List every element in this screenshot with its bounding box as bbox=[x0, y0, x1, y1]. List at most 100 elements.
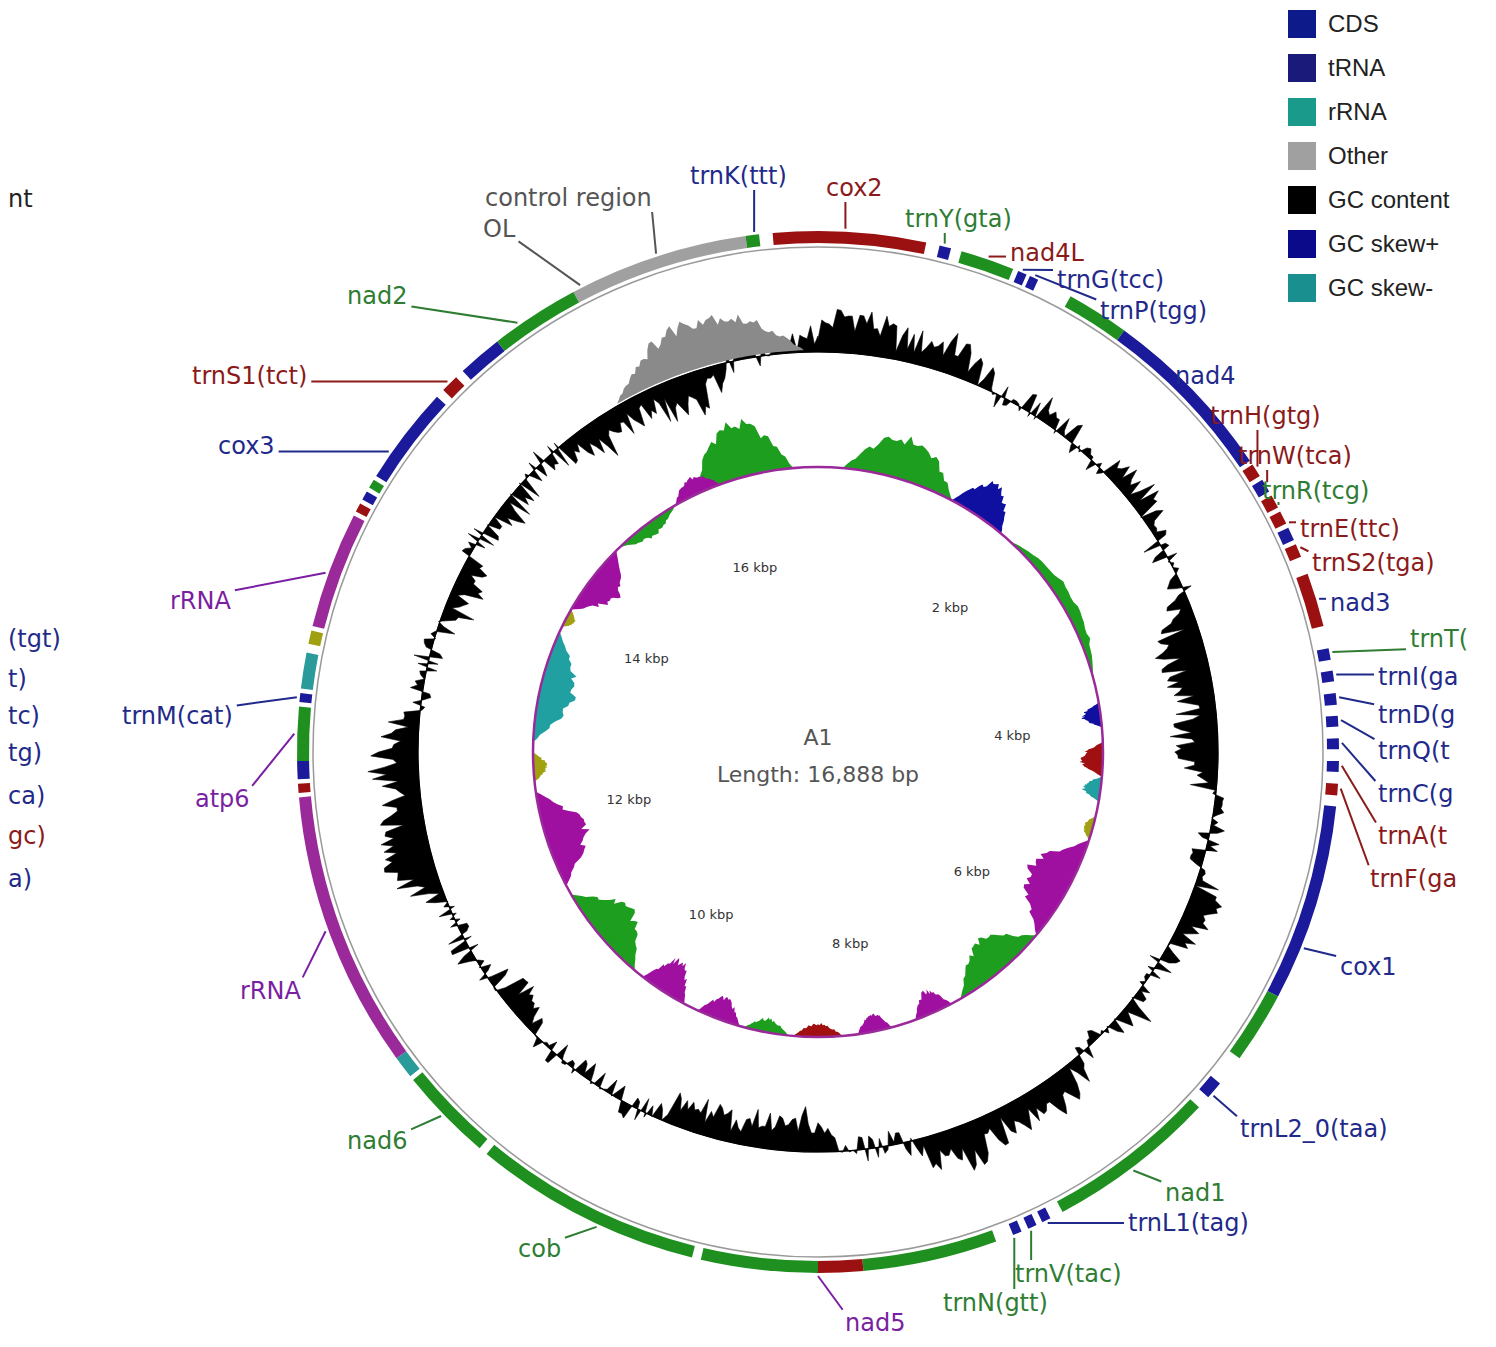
gene-label: rRNA bbox=[170, 587, 231, 615]
gene-label: atp6 bbox=[195, 785, 250, 813]
legend-text: CDS bbox=[1328, 8, 1379, 40]
gene-feature bbox=[1199, 1076, 1220, 1097]
gene-label: trnY(gta) bbox=[905, 205, 1012, 233]
leader-line bbox=[303, 931, 326, 977]
gene-feature bbox=[1327, 738, 1339, 749]
scale-tick-label: 12 kbp bbox=[607, 792, 652, 808]
leader-line bbox=[1300, 547, 1308, 551]
leader-line bbox=[1341, 720, 1374, 739]
gene-label: nad2 bbox=[347, 282, 407, 310]
leader-line bbox=[235, 573, 326, 590]
gene-feature bbox=[1230, 991, 1278, 1058]
gene-label: trnD(g bbox=[1378, 701, 1455, 729]
leader-line bbox=[279, 450, 389, 452]
gene-feature bbox=[701, 1248, 818, 1273]
scale-tick-label: 14 kbp bbox=[624, 651, 669, 667]
scale-tick-label: 6 kbp bbox=[954, 864, 990, 880]
gene-label: nad4L bbox=[1010, 239, 1084, 267]
gene-label: trnN(gtt) bbox=[943, 1289, 1048, 1317]
backbone-circle bbox=[313, 247, 1323, 1257]
gene-label: trnT( bbox=[1410, 625, 1468, 653]
gene-feature bbox=[463, 341, 505, 379]
leader-line bbox=[1213, 1096, 1237, 1117]
gene-feature bbox=[1009, 1221, 1022, 1236]
gene-label: cox3 bbox=[218, 432, 275, 460]
gene-label: nt bbox=[8, 185, 33, 213]
center-label: Length: 16,888 bp bbox=[717, 762, 919, 788]
gene-feature bbox=[299, 693, 312, 703]
scale-tick-label: 2 kbp bbox=[932, 600, 968, 616]
gene-feature bbox=[958, 251, 1013, 280]
gc-content-peak bbox=[617, 315, 804, 404]
gene-feature bbox=[937, 245, 951, 259]
gene-feature bbox=[1317, 648, 1331, 662]
gene-feature bbox=[1117, 331, 1250, 468]
leader-line bbox=[1319, 598, 1326, 600]
gene-feature bbox=[297, 707, 311, 762]
leader-line bbox=[818, 1276, 843, 1310]
gene-label: gc) bbox=[8, 822, 46, 850]
gc-skew-wedge bbox=[1009, 540, 1094, 678]
gene-feature bbox=[1324, 693, 1337, 706]
gc-skew-wedge bbox=[1079, 742, 1103, 777]
gene-feature bbox=[487, 1145, 695, 1258]
gc-skew-wedge bbox=[915, 990, 951, 1020]
leader-line bbox=[311, 380, 447, 382]
gene-label: trnL2_0(taa) bbox=[1240, 1115, 1388, 1143]
gene-label: trnH(gtg) bbox=[1210, 402, 1321, 430]
gene-feature bbox=[369, 480, 384, 494]
legend-text: tRNA bbox=[1328, 52, 1385, 84]
gene-feature bbox=[1327, 761, 1339, 772]
gc-skew-wedge bbox=[536, 792, 590, 886]
gene-feature bbox=[818, 1259, 863, 1273]
gene-feature bbox=[1267, 805, 1336, 996]
gene-label: trnC(g bbox=[1378, 780, 1453, 808]
gene-label: rRNA bbox=[240, 977, 301, 1005]
leader-line bbox=[1023, 269, 1053, 271]
gc-skew-wedge bbox=[952, 481, 1006, 534]
leader-line bbox=[1341, 789, 1369, 866]
legend-swatch bbox=[1288, 274, 1316, 302]
gene-label: cox1 bbox=[1340, 953, 1397, 981]
gene-feature bbox=[1296, 574, 1323, 629]
center-label: A1 bbox=[803, 725, 832, 751]
gene-label: a) bbox=[8, 865, 32, 893]
gene-label: (tgt) bbox=[8, 625, 61, 653]
gc-skew-wedge bbox=[793, 1023, 843, 1037]
gc-skew-wedge bbox=[1024, 840, 1089, 935]
gene-label: trnK(ttt) bbox=[690, 162, 787, 190]
gene-feature bbox=[1285, 544, 1301, 561]
gene-label: ca) bbox=[8, 782, 45, 810]
gc-content-track bbox=[368, 309, 1225, 1170]
gene-label: nad1 bbox=[1165, 1179, 1225, 1207]
gene-label: trnG(tcc) bbox=[1057, 266, 1164, 294]
leader-lines bbox=[235, 190, 1406, 1310]
gene-feature bbox=[862, 1230, 996, 1271]
scale-tick-label: 10 kbp bbox=[689, 907, 734, 923]
gene-label: trnS1(tct) bbox=[192, 362, 307, 390]
gene-label: trnQ(t bbox=[1378, 737, 1450, 765]
gene-feature bbox=[1277, 528, 1294, 545]
gene-feature bbox=[497, 292, 579, 351]
gene-feature bbox=[299, 796, 406, 1058]
gene-label: nad3 bbox=[1330, 589, 1390, 617]
gene-label: nad4 bbox=[1175, 362, 1235, 390]
legend-text: GC skew+ bbox=[1328, 228, 1439, 260]
gene-feature bbox=[1014, 271, 1027, 286]
gene-label: trnW(tca) bbox=[1238, 442, 1352, 470]
gene-label: trnE(ttc) bbox=[1300, 515, 1400, 543]
gc-content-base bbox=[418, 352, 1218, 1152]
gene-feature bbox=[413, 1072, 487, 1148]
gc-skew-wedge bbox=[843, 437, 952, 501]
gene-label: trnP(tgg) bbox=[1100, 297, 1207, 325]
legend-swatch bbox=[1288, 142, 1316, 170]
leader-line bbox=[1030, 1231, 1032, 1260]
legend-text: GC content bbox=[1328, 184, 1449, 216]
legend-swatch bbox=[1288, 54, 1316, 82]
leader-line bbox=[753, 190, 755, 232]
leader-line bbox=[1289, 521, 1296, 523]
gene-label: cox2 bbox=[826, 174, 883, 202]
gene-feature bbox=[1325, 783, 1338, 796]
